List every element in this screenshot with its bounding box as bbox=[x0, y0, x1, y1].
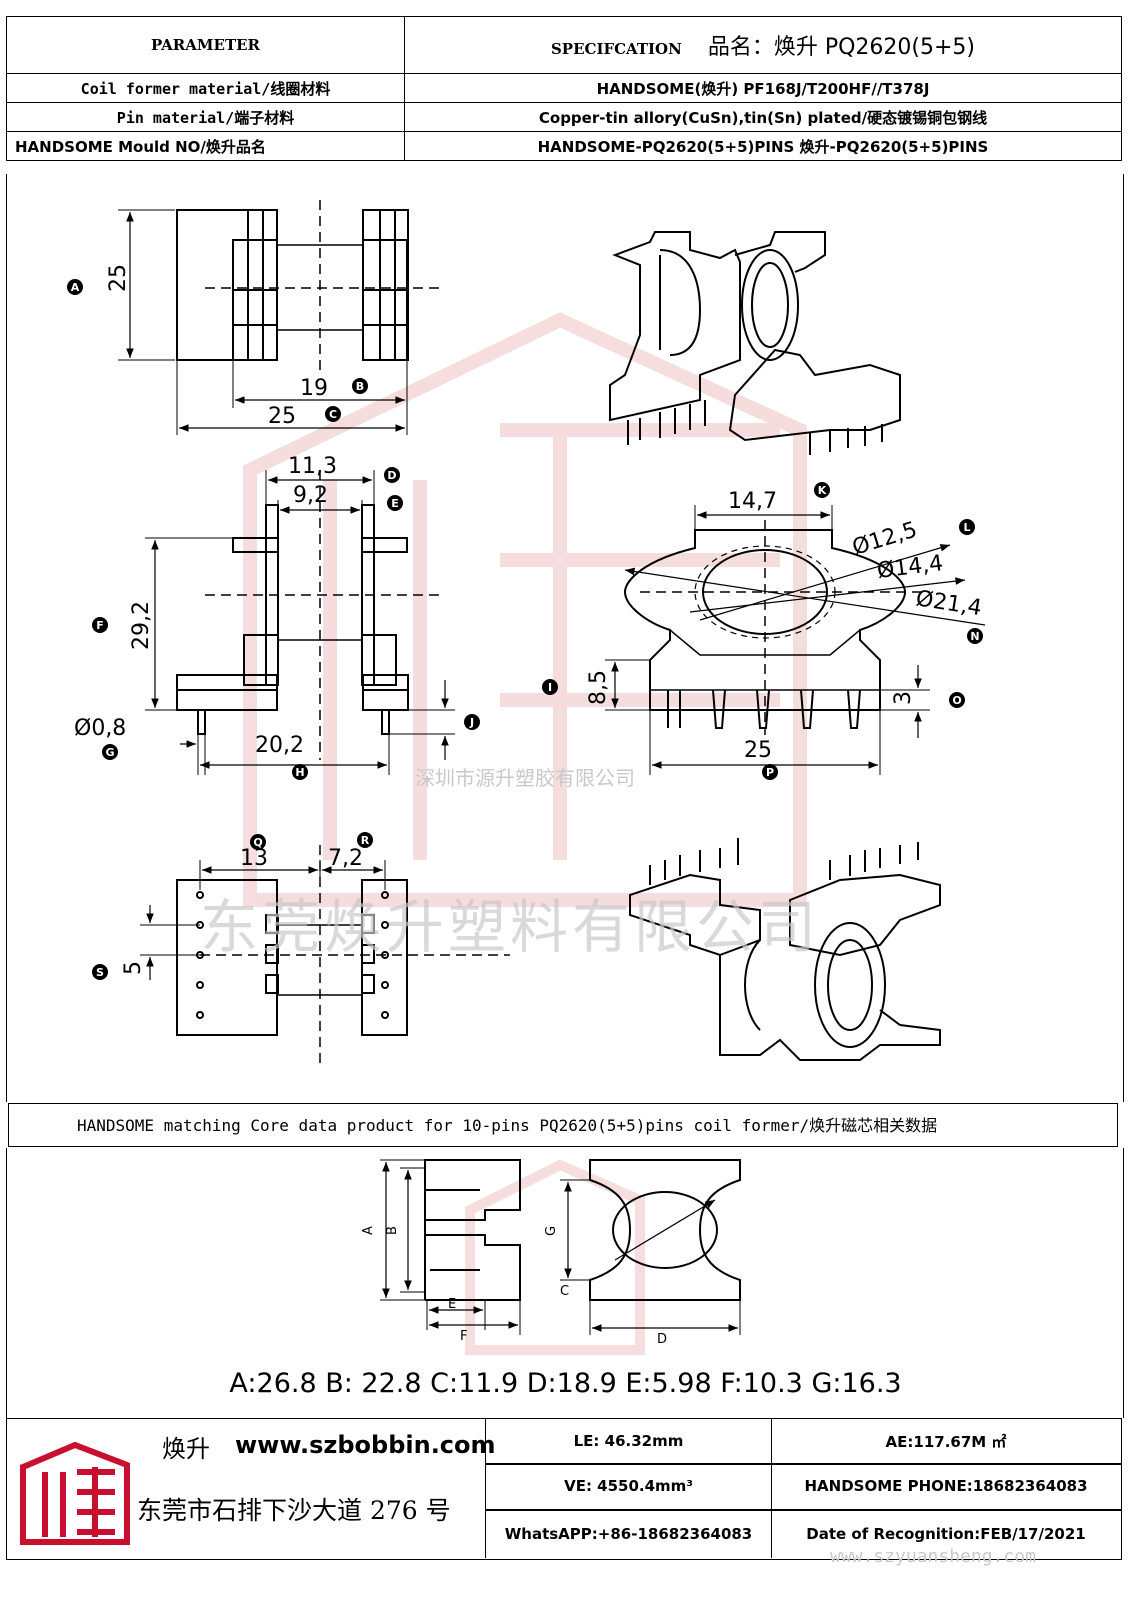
dim-value-E: 9,2 bbox=[293, 483, 328, 508]
svg-text:A: A bbox=[71, 281, 80, 294]
company-logo-icon bbox=[20, 1441, 130, 1545]
isometric-bottom-drawing bbox=[629, 838, 941, 1061]
marker-D: D bbox=[384, 467, 400, 483]
watermark-company-large: 东莞焕升塑料有限公司 bbox=[200, 893, 821, 961]
core-letter-A: A bbox=[361, 1226, 376, 1235]
whatsapp-value: WhatsAPP:+86-18682364083 bbox=[485, 1509, 771, 1558]
marker-Q: Q bbox=[250, 834, 266, 850]
dim-value-H: 20,2 bbox=[255, 733, 304, 758]
specification-heading: SPECIFCATION 品名：焕升 PQ2620(5+5) bbox=[404, 16, 1122, 74]
svg-text:O: O bbox=[952, 694, 961, 707]
marker-L: L bbox=[959, 519, 975, 535]
isometric-top-drawing bbox=[609, 231, 901, 455]
top-view-drawing bbox=[118, 200, 440, 435]
specification-label: SPECIFCATION bbox=[550, 40, 682, 58]
core-letter-G: G bbox=[544, 1226, 559, 1236]
marker-N: N bbox=[967, 628, 983, 644]
marker-K: K bbox=[814, 482, 830, 498]
dim-value-I: 8,5 bbox=[586, 670, 611, 705]
svg-text:K: K bbox=[818, 484, 827, 497]
marker-S: S bbox=[92, 964, 108, 980]
svg-text:R: R bbox=[361, 834, 370, 847]
dim-value-O: 3 bbox=[891, 691, 916, 705]
svg-text:H: H bbox=[295, 766, 304, 779]
dim-value-Q: 13 bbox=[240, 846, 268, 871]
side-view-drawing bbox=[145, 470, 455, 775]
core-dimensions: A:26.8 B: 22.8 C:11.9 D:18.9 E:5.98 F:10… bbox=[229, 1368, 902, 1399]
company-address: 东莞市石排下沙大道 276 号 bbox=[137, 1496, 451, 1525]
dim-value-C: 25 bbox=[268, 404, 296, 429]
footer-divider bbox=[485, 1509, 1121, 1511]
marker-B: B bbox=[352, 378, 368, 394]
svg-text:S: S bbox=[96, 966, 104, 979]
svg-text:B: B bbox=[356, 380, 364, 393]
dim-value-A: 25 bbox=[106, 264, 131, 292]
core-drawing: A B C D E F G bbox=[361, 1159, 741, 1355]
marker-J: J bbox=[464, 714, 480, 730]
bottom-view-drawing bbox=[140, 845, 510, 1065]
core-data-title: HANDSOME matching Core data product for … bbox=[8, 1103, 1118, 1147]
front-view-drawing bbox=[605, 505, 986, 775]
ve-value: VE: 4550.4mm³ bbox=[485, 1463, 771, 1509]
dim-value-R: 7,2 bbox=[328, 846, 363, 871]
marker-P: P bbox=[762, 764, 778, 780]
svg-text:D: D bbox=[387, 469, 396, 482]
row-label-mould-no: HANDSOME Mould NO/焕升品名 bbox=[6, 131, 405, 161]
marker-A: A bbox=[67, 279, 83, 295]
dim-value-P: 25 bbox=[744, 738, 772, 763]
ae-value: AE:117.67M ㎡ bbox=[771, 1419, 1120, 1463]
footer-divider bbox=[485, 1463, 1121, 1465]
row-label-pin-material: Pin material/端子材料 bbox=[6, 102, 405, 132]
core-letter-B: B bbox=[385, 1226, 400, 1235]
dim-value-D: 11,3 bbox=[288, 454, 337, 479]
svg-text:L: L bbox=[963, 521, 970, 534]
svg-text:E: E bbox=[391, 497, 399, 510]
website-link[interactable]: www.szbobbin.com bbox=[235, 1431, 496, 1459]
core-letter-F: F bbox=[460, 1329, 467, 1344]
marker-E: E bbox=[387, 495, 403, 511]
svg-text:F: F bbox=[96, 619, 104, 632]
dim-value-B: 19 bbox=[300, 376, 328, 401]
row-value-pin-material: Copper-tin allory(CuSn),tin(Sn) plated/硬… bbox=[404, 102, 1122, 132]
svg-text:P: P bbox=[766, 766, 774, 779]
svg-text:I: I bbox=[548, 681, 552, 694]
marker-C: C bbox=[325, 406, 341, 422]
svg-text:C: C bbox=[329, 408, 337, 421]
marker-H: H bbox=[292, 764, 308, 780]
svg-text:J: J bbox=[469, 716, 474, 729]
product-name: 品名：焕升 PQ2620(5+5) bbox=[707, 35, 976, 60]
technical-drawing: 25 19 25 11,3 9,2 29,2 Ø0,8 20,2 8,5 14,… bbox=[67, 200, 986, 1065]
dim-value-K: 14,7 bbox=[728, 489, 777, 514]
dim-value-S: 5 bbox=[121, 961, 146, 975]
technical-drawing-area bbox=[6, 174, 1124, 1102]
marker-F: F bbox=[92, 617, 108, 633]
footer: 焕升 www.szbobbin.com 东莞市石排下沙大道 276 号 LE: … bbox=[6, 1418, 1122, 1560]
marker-O: O bbox=[949, 692, 965, 708]
marker-I: I bbox=[542, 679, 558, 695]
svg-text:Q: Q bbox=[253, 836, 262, 849]
parameter-heading: PARAMETER bbox=[6, 16, 405, 74]
phone-value: HANDSOME PHONE:18682364083 bbox=[771, 1463, 1120, 1509]
core-letter-D: D bbox=[657, 1332, 667, 1347]
marker-G: G bbox=[102, 744, 118, 760]
watermark-company-small: 深圳市源升塑胶有限公司 bbox=[415, 766, 635, 790]
dim-value-G: Ø0,8 bbox=[74, 716, 126, 741]
core-letter-C: C bbox=[560, 1284, 569, 1299]
svg-text:N: N bbox=[970, 630, 979, 643]
core-drawing-area bbox=[6, 1148, 1124, 1418]
svg-text:G: G bbox=[105, 746, 114, 759]
date-value: Date of Recognition:FEB/17/2021 bbox=[771, 1509, 1120, 1558]
marker-R: R bbox=[357, 832, 373, 848]
le-value: LE: 46.32mm bbox=[485, 1419, 771, 1463]
brand-name: 焕升 bbox=[162, 1435, 210, 1463]
row-label-coil-material: Coil former material/线圈材料 bbox=[6, 73, 405, 103]
row-value-mould-no: HANDSOME-PQ2620(5+5)PINS 焕升-PQ2620(5+5)P… bbox=[404, 131, 1122, 161]
core-letter-E: E bbox=[448, 1297, 456, 1312]
dim-value-F: 29,2 bbox=[129, 601, 154, 650]
dim-value-M: Ø14,4 bbox=[876, 551, 945, 584]
watermark-url: www.szyuansheng.com bbox=[830, 1546, 1036, 1567]
